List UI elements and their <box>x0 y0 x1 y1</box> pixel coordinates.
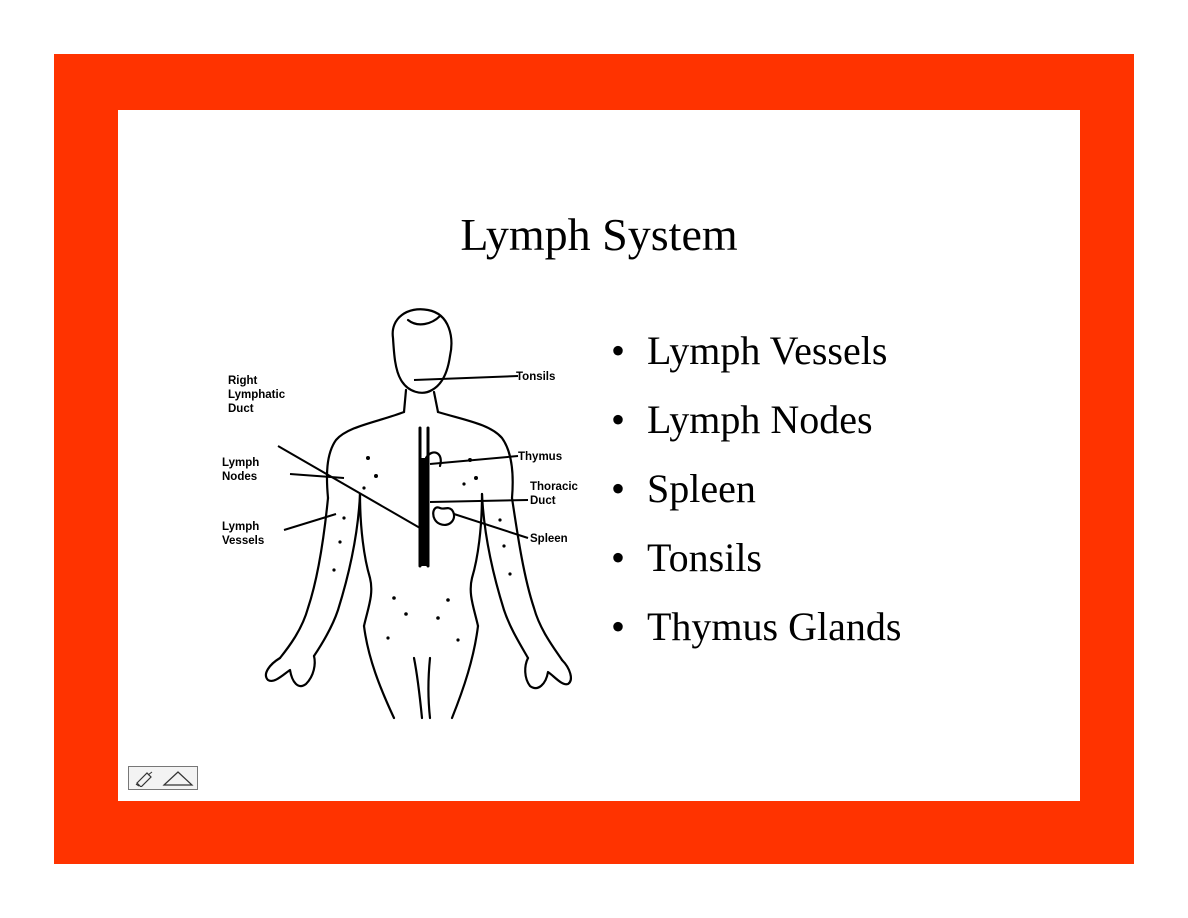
bullet-dot: • <box>611 397 626 442</box>
triangle-icon[interactable] <box>162 769 194 787</box>
bullet-item: • Tonsils <box>611 523 901 592</box>
pen-icon[interactable] <box>133 769 157 788</box>
label-lymph-nodes-2: Nodes <box>222 471 257 483</box>
bullet-dot: • <box>611 328 626 373</box>
slide-frame: Lymph System <box>54 54 1134 864</box>
bullet-text: Spleen <box>647 466 756 511</box>
bullet-text: Lymph Nodes <box>647 397 873 442</box>
label-right-lymphatic-duct-3: Duct <box>228 403 254 415</box>
bullet-item: • Spleen <box>611 454 901 523</box>
label-lymph-nodes-1: Lymph <box>222 457 259 469</box>
label-spleen: Spleen <box>530 533 568 545</box>
bullet-item: • Lymph Nodes <box>611 385 901 454</box>
body-outline-illustration: Right Lymphatic Duct Lymph Nodes Lymph V… <box>222 308 579 720</box>
label-right-lymphatic-duct-1: Right <box>228 375 258 387</box>
bullet-dot: • <box>611 604 626 649</box>
label-right-lymphatic-duct-2: Lymphatic <box>228 389 286 401</box>
bullet-list: • Lymph Vessels • Lymph Nodes • Spleen • Ton… <box>611 316 901 661</box>
label-lymph-vessels-2: Vessels <box>222 535 264 547</box>
bullet-text: Lymph Vessels <box>647 328 888 373</box>
label-thoracic-duct-1: Thoracic <box>530 481 579 493</box>
lymph-system-diagram: Right Lymphatic Duct Lymph Nodes Lymph V… <box>218 308 598 720</box>
bullet-text: Tonsils <box>647 535 762 580</box>
label-thoracic-duct-2: Duct <box>530 495 556 507</box>
label-lymph-vessels-1: Lymph <box>222 521 259 533</box>
bullet-dot: • <box>611 466 626 511</box>
bullet-text: Thymus Glands <box>647 604 902 649</box>
label-tonsils: Tonsils <box>516 371 555 383</box>
slide-title: Lymph System <box>460 209 738 260</box>
bullet-item: • Lymph Vessels <box>611 316 901 385</box>
label-thymus: Thymus <box>518 451 562 463</box>
slide: Lymph System <box>118 110 1080 801</box>
bullet-dot: • <box>611 535 626 580</box>
bullet-item: • Thymus Glands <box>611 592 901 661</box>
slideshow-nav-toolbar[interactable] <box>128 766 198 790</box>
